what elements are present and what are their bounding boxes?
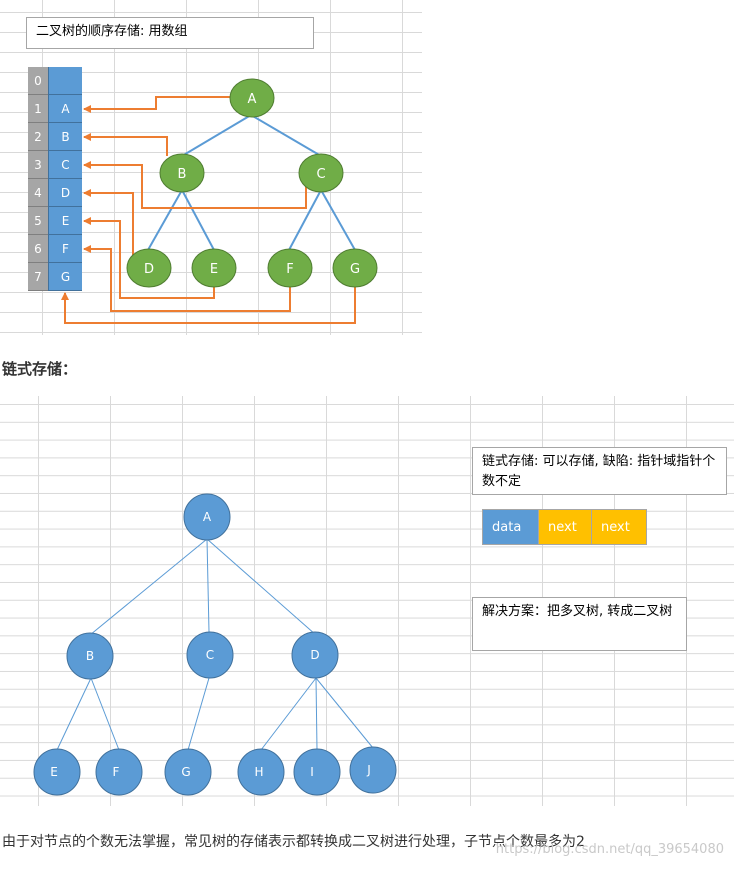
array-index: 0: [28, 67, 48, 95]
array-value: [48, 67, 82, 95]
array-index: 2: [28, 123, 48, 151]
array-value: C: [48, 151, 82, 179]
edge-c-g: [187, 677, 210, 751]
node-label: C: [316, 167, 325, 182]
array-index: 5: [28, 207, 48, 235]
note-linked-storage: 链式存储: 可以存储, 缺陷: 指针域指针个数不定: [472, 447, 727, 495]
edge-b-d: [147, 189, 183, 251]
note-solution: 解决方案：把多叉树, 转成二叉树: [472, 597, 687, 651]
node-label: A: [203, 510, 212, 524]
node-label: C: [206, 648, 214, 662]
tree1-node-e: E: [191, 248, 237, 288]
tree2-node-g: G: [164, 748, 212, 796]
tree2-node-f: F: [95, 748, 143, 796]
node-label: D: [310, 648, 319, 662]
node-label: H: [254, 765, 263, 779]
node-label: F: [113, 765, 120, 779]
node-struct-next: next: [538, 509, 592, 545]
arrow-g: [61, 286, 356, 324]
array-value: E: [48, 207, 82, 235]
edge-d-j: [315, 677, 374, 749]
edge-a-b: [181, 114, 252, 157]
edge-a-d: [206, 538, 317, 636]
array-value: B: [48, 123, 82, 151]
heading-linked-storage: 链式存储：: [2, 360, 78, 378]
edge-b-f: [90, 677, 120, 751]
array-value: G: [48, 263, 82, 291]
tree2-node-i: I: [293, 748, 341, 796]
node-struct-next: next: [591, 509, 647, 545]
node-label: E: [210, 262, 218, 277]
arrow-c: [83, 161, 307, 209]
edge-d-h: [260, 677, 317, 751]
edge-c-f: [288, 189, 322, 251]
node-label: B: [178, 167, 187, 182]
array-index: 4: [28, 179, 48, 207]
tree1-node-c: C: [298, 153, 344, 193]
tree1-edges: [147, 114, 356, 251]
watermark: https://blog.csdn.net/qq_39654080: [495, 842, 724, 857]
edge-d-i: [315, 677, 318, 751]
node-label: G: [350, 262, 360, 277]
tree2-nodes: A B C D E F G H I J: [33, 493, 397, 796]
node-label: A: [248, 92, 257, 107]
arrow-e: [83, 217, 215, 299]
tree1-node-f: F: [267, 248, 313, 288]
array-index: 3: [28, 151, 48, 179]
tree1-node-a: A: [229, 78, 275, 118]
arrow-f: [83, 245, 291, 312]
footer-text: 由于对节点的个数无法掌握，常见树的存储表示都转换成二叉树进行处理，子节点个数最多…: [2, 834, 585, 850]
tree1-node-g: G: [332, 248, 378, 288]
node-label: B: [86, 649, 94, 663]
node-label: D: [144, 262, 154, 277]
array-index: 1: [28, 95, 48, 123]
node-label: F: [286, 262, 293, 277]
tree2-node-e: E: [33, 748, 81, 796]
mapping-arrows: [61, 96, 356, 324]
edge-b-e: [181, 189, 215, 251]
node-struct-data: data: [482, 509, 539, 545]
tree2-node-a: A: [183, 493, 231, 541]
array-value: A: [48, 95, 82, 123]
tree2-edges: [56, 538, 374, 751]
tree1-node-d: D: [126, 248, 172, 288]
tree2-node-c: C: [186, 631, 234, 679]
tree2-node-j: J: [349, 746, 397, 794]
tree2-node-h: H: [237, 748, 285, 796]
tree1-nodes: A B C D E F G: [126, 78, 378, 288]
array-index: 7: [28, 263, 48, 291]
edge-c-g: [320, 189, 356, 251]
array-cell: 0: [28, 67, 82, 95]
node-label: J: [366, 763, 371, 777]
arrow-a: [83, 96, 230, 113]
array-index: 6: [28, 235, 48, 263]
edge-a-c: [250, 114, 322, 157]
array-value: F: [48, 235, 82, 263]
tree2-node-b: B: [66, 632, 114, 680]
node-label: E: [50, 765, 58, 779]
array-value: D: [48, 179, 82, 207]
tree1-node-b: B: [159, 153, 205, 193]
tree2-node-d: D: [291, 631, 339, 679]
arrow-d: [83, 189, 134, 256]
arrow-b: [83, 133, 168, 156]
edge-a-b: [89, 538, 208, 636]
title-box-sequential: 二叉树的顺序存储: 用数组: [26, 17, 314, 49]
edge-a-c: [206, 538, 210, 633]
edge-b-e: [56, 677, 92, 751]
node-label: I: [310, 765, 314, 779]
node-label: G: [181, 765, 190, 779]
